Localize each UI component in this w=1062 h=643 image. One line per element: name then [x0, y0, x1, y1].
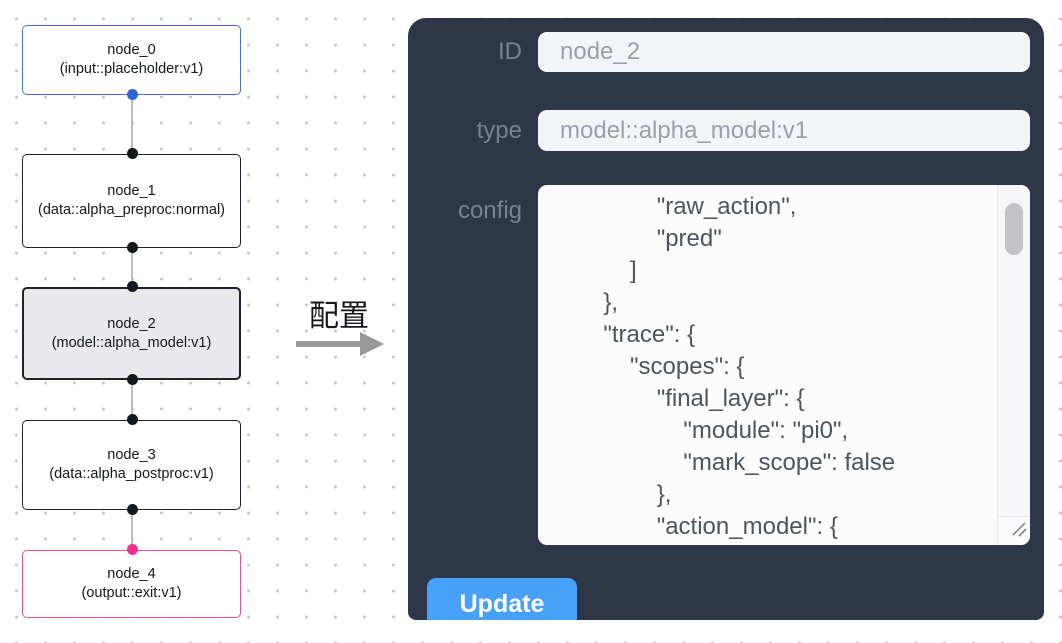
handle-node3-source[interactable] [127, 504, 138, 515]
config-textarea[interactable]: "raw_action", "pred" ] }, "trace": { "sc… [538, 185, 1030, 545]
configure-arrow-icon [296, 331, 384, 362]
node-subtitle: (model::alpha_model:v1) [51, 334, 212, 351]
node-subtitle: (data::alpha_preproc:normal) [38, 202, 225, 218]
config-scrollbar-track[interactable] [997, 185, 1030, 516]
flow-node-node_3[interactable]: node_3 (data::alpha_postproc:v1) [22, 420, 241, 510]
node-subtitle: (data::alpha_postproc:v1) [49, 466, 214, 482]
type-field-label: type [476, 117, 522, 144]
edge-node3-node4 [131, 510, 133, 550]
handle-node3-target[interactable] [127, 414, 138, 425]
id-input[interactable]: node_2 [538, 32, 1030, 72]
node-subtitle: (input::placeholder:v1) [59, 61, 204, 77]
edge-node2-node3 [131, 380, 133, 420]
flow-node-node_4[interactable]: node_4 (output::exit:v1) [22, 550, 241, 618]
node-title: node_3 [107, 447, 156, 463]
handle-node4-target[interactable] [127, 544, 138, 555]
flow-node-node_1[interactable]: node_1 (data::alpha_preproc:normal) [22, 154, 241, 248]
node-title: node_4 [107, 566, 156, 582]
handle-node0-source[interactable] [127, 89, 138, 100]
config-scrollbar-corner [997, 516, 1030, 545]
handle-node1-target[interactable] [127, 148, 138, 159]
node-title: node_0 [107, 42, 156, 58]
config-scrollbar-thumb[interactable] [1005, 203, 1023, 255]
configure-label: 配置 [309, 300, 369, 333]
node-subtitle: (output::exit:v1) [81, 585, 182, 601]
flow-node-node_2-selected[interactable]: node_2 (model::alpha_model:v1) [22, 287, 241, 380]
edge-node0-node1 [131, 95, 133, 154]
resize-handle-icon[interactable] [1009, 519, 1027, 542]
flow-node-node_0[interactable]: node_0 (input::placeholder:v1) [22, 25, 241, 95]
node-config-panel: ID node_2 type model::alpha_model:v1 con… [408, 18, 1044, 620]
id-field-label: ID [498, 38, 522, 65]
node-title: node_2 [107, 315, 156, 332]
node-title: node_1 [107, 183, 156, 199]
edge-node1-node2 [131, 248, 133, 287]
type-input[interactable]: model::alpha_model:v1 [538, 110, 1030, 151]
config-json-text: "raw_action", "pred" ] }, "trace": { "sc… [603, 193, 896, 540]
config-field-label: config [457, 197, 522, 224]
handle-node2-target[interactable] [127, 281, 138, 292]
handle-node2-source[interactable] [127, 374, 138, 385]
handle-node1-source[interactable] [127, 242, 138, 253]
update-button[interactable]: Update [427, 578, 577, 620]
